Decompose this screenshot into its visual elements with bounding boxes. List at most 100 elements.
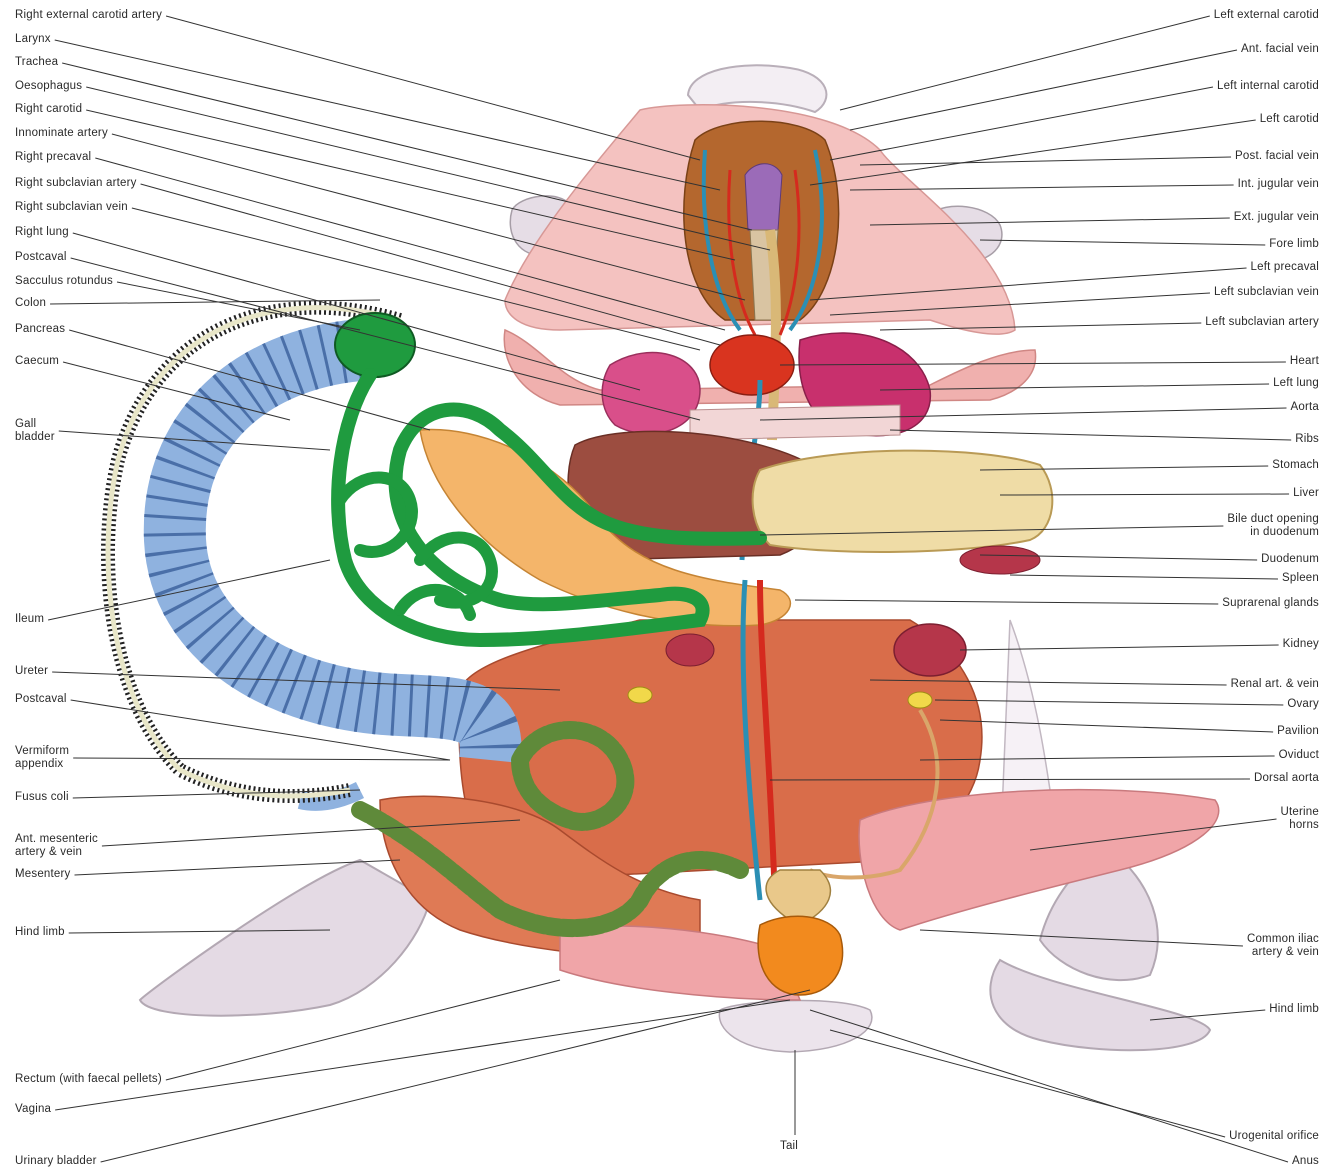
label-text: Oesophagus bbox=[15, 80, 82, 92]
label-text: Liver bbox=[1293, 487, 1319, 499]
label-right-carotid: Right carotid bbox=[15, 103, 82, 116]
label-ribs: Ribs bbox=[1295, 433, 1319, 446]
label-text: Left external carotid bbox=[1214, 9, 1319, 21]
label-duodenum: Duodenum bbox=[1261, 553, 1319, 566]
label-text: Pancreas bbox=[15, 323, 65, 335]
label-text: Ant. mesenteric bbox=[15, 833, 98, 846]
label-text: Postcaval bbox=[15, 693, 67, 705]
leader-line-ureter bbox=[52, 672, 560, 690]
label-text: Left internal carotid bbox=[1217, 80, 1319, 92]
label-text-line2: bladder bbox=[15, 431, 55, 444]
label-text-line2: artery & vein bbox=[15, 846, 98, 859]
leader-line-anus bbox=[810, 1010, 1288, 1162]
leader-line-postcaval-lower bbox=[71, 700, 450, 760]
label-text: Gall bbox=[15, 418, 55, 431]
label-text: Uterine bbox=[1281, 806, 1319, 819]
label-text: Duodenum bbox=[1261, 553, 1319, 565]
label-post-facial-vein: Post. facial vein bbox=[1235, 150, 1319, 163]
label-mesentery: Mesentery bbox=[15, 868, 71, 881]
leader-line-oesophagus bbox=[86, 87, 770, 250]
label-ureter: Ureter bbox=[15, 665, 48, 678]
label-text: Common iliac bbox=[1247, 933, 1319, 946]
label-text: Fore limb bbox=[1269, 238, 1319, 250]
label-suprarenal-glands: Suprarenal glands bbox=[1222, 597, 1319, 610]
leader-line-oviduct bbox=[920, 756, 1275, 760]
leader-line-right-carotid bbox=[86, 110, 735, 260]
label-text: Aorta bbox=[1291, 401, 1320, 413]
label-oviduct: Oviduct bbox=[1279, 749, 1319, 762]
label-caecum: Caecum bbox=[15, 355, 59, 368]
label-left-precaval: Left precaval bbox=[1251, 261, 1319, 274]
label-left-lung: Left lung bbox=[1273, 377, 1319, 390]
label-text-line2: in duodenum bbox=[1227, 526, 1319, 539]
leader-line-caecum bbox=[63, 362, 290, 420]
leader-line-dorsal-aorta bbox=[770, 779, 1250, 780]
label-text: Int. jugular vein bbox=[1238, 178, 1319, 190]
label-text: Heart bbox=[1290, 355, 1319, 367]
label-colon: Colon bbox=[15, 297, 46, 310]
leader-line-int-jugular-vein bbox=[850, 185, 1234, 190]
label-ant-facial-vein: Ant. facial vein bbox=[1241, 43, 1319, 56]
label-fusus-coli: Fusus coli bbox=[15, 791, 69, 804]
leader-line-left-carotid bbox=[810, 120, 1256, 185]
leader-line-pavilion bbox=[940, 720, 1273, 732]
label-oesophagus: Oesophagus bbox=[15, 80, 82, 93]
leader-line-spleen bbox=[1010, 575, 1278, 579]
label-right-subclavian-vein: Right subclavian vein bbox=[15, 201, 128, 214]
label-anus: Anus bbox=[1292, 1155, 1319, 1168]
label-text: Fusus coli bbox=[15, 791, 69, 803]
label-text: Urogenital orifice bbox=[1229, 1130, 1319, 1142]
leader-line-sacculus-rotundus bbox=[117, 282, 360, 330]
label-text: Ext. jugular vein bbox=[1234, 211, 1319, 223]
leader-line-fusus-coli bbox=[73, 790, 360, 798]
leader-line-colon bbox=[50, 300, 380, 304]
label-fore-limb: Fore limb bbox=[1269, 238, 1319, 251]
label-text: Left subclavian artery bbox=[1205, 316, 1319, 328]
label-text: Spleen bbox=[1282, 572, 1319, 584]
leader-line-heart bbox=[780, 362, 1286, 365]
label-dorsal-aorta: Dorsal aorta bbox=[1254, 772, 1319, 785]
label-left-subclavian-vein: Left subclavian vein bbox=[1214, 286, 1319, 299]
leader-line-liver bbox=[1000, 494, 1289, 495]
label-text: Vagina bbox=[15, 1103, 51, 1115]
label-text: Right subclavian artery bbox=[15, 177, 137, 189]
leader-line-stomach bbox=[980, 466, 1268, 470]
label-aorta: Aorta bbox=[1291, 401, 1320, 414]
label-hind-limb-left: Hind limb bbox=[15, 926, 65, 939]
label-kidney: Kidney bbox=[1283, 638, 1319, 651]
label-liver: Liver bbox=[1293, 487, 1319, 500]
leader-line-ovary bbox=[935, 700, 1283, 705]
label-left-subclavian-artery: Left subclavian artery bbox=[1205, 316, 1319, 329]
leader-line-right-lung bbox=[73, 233, 640, 390]
label-text: Right precaval bbox=[15, 151, 91, 163]
label-pavilion: Pavilion bbox=[1277, 725, 1319, 738]
leader-line-left-precaval bbox=[810, 268, 1247, 300]
label-text: Trachea bbox=[15, 56, 58, 68]
leader-line-left-subclavian-vein bbox=[830, 293, 1210, 315]
label-text: Left lung bbox=[1273, 377, 1319, 389]
label-text: Ant. facial vein bbox=[1241, 43, 1319, 55]
leader-line-right-subclavian-vein bbox=[132, 208, 700, 350]
label-postcaval-lower: Postcaval bbox=[15, 693, 67, 706]
label-vagina: Vagina bbox=[15, 1103, 51, 1116]
leader-line-uterine-horns bbox=[1030, 819, 1277, 850]
label-text: Ileum bbox=[15, 613, 44, 625]
label-text: Colon bbox=[15, 297, 46, 309]
leader-line-urinary-bladder bbox=[101, 990, 810, 1162]
leader-line-ribs bbox=[890, 430, 1291, 440]
leader-line-vagina bbox=[55, 1000, 790, 1110]
leader-line-mesentery bbox=[75, 860, 401, 875]
label-text: Kidney bbox=[1283, 638, 1319, 650]
leader-line-innominate-artery bbox=[112, 134, 745, 300]
label-stomach: Stomach bbox=[1272, 459, 1319, 472]
leader-line-right-subclavian-artery bbox=[141, 184, 720, 345]
label-text: Dorsal aorta bbox=[1254, 772, 1319, 784]
leader-line-ant-mesenteric bbox=[102, 820, 520, 846]
label-text: Oviduct bbox=[1279, 749, 1319, 761]
label-pancreas: Pancreas bbox=[15, 323, 65, 336]
leader-line-common-iliac bbox=[920, 930, 1243, 946]
label-text: Right subclavian vein bbox=[15, 201, 128, 213]
leader-line-pancreas bbox=[69, 330, 430, 430]
label-right-precaval: Right precaval bbox=[15, 151, 91, 164]
